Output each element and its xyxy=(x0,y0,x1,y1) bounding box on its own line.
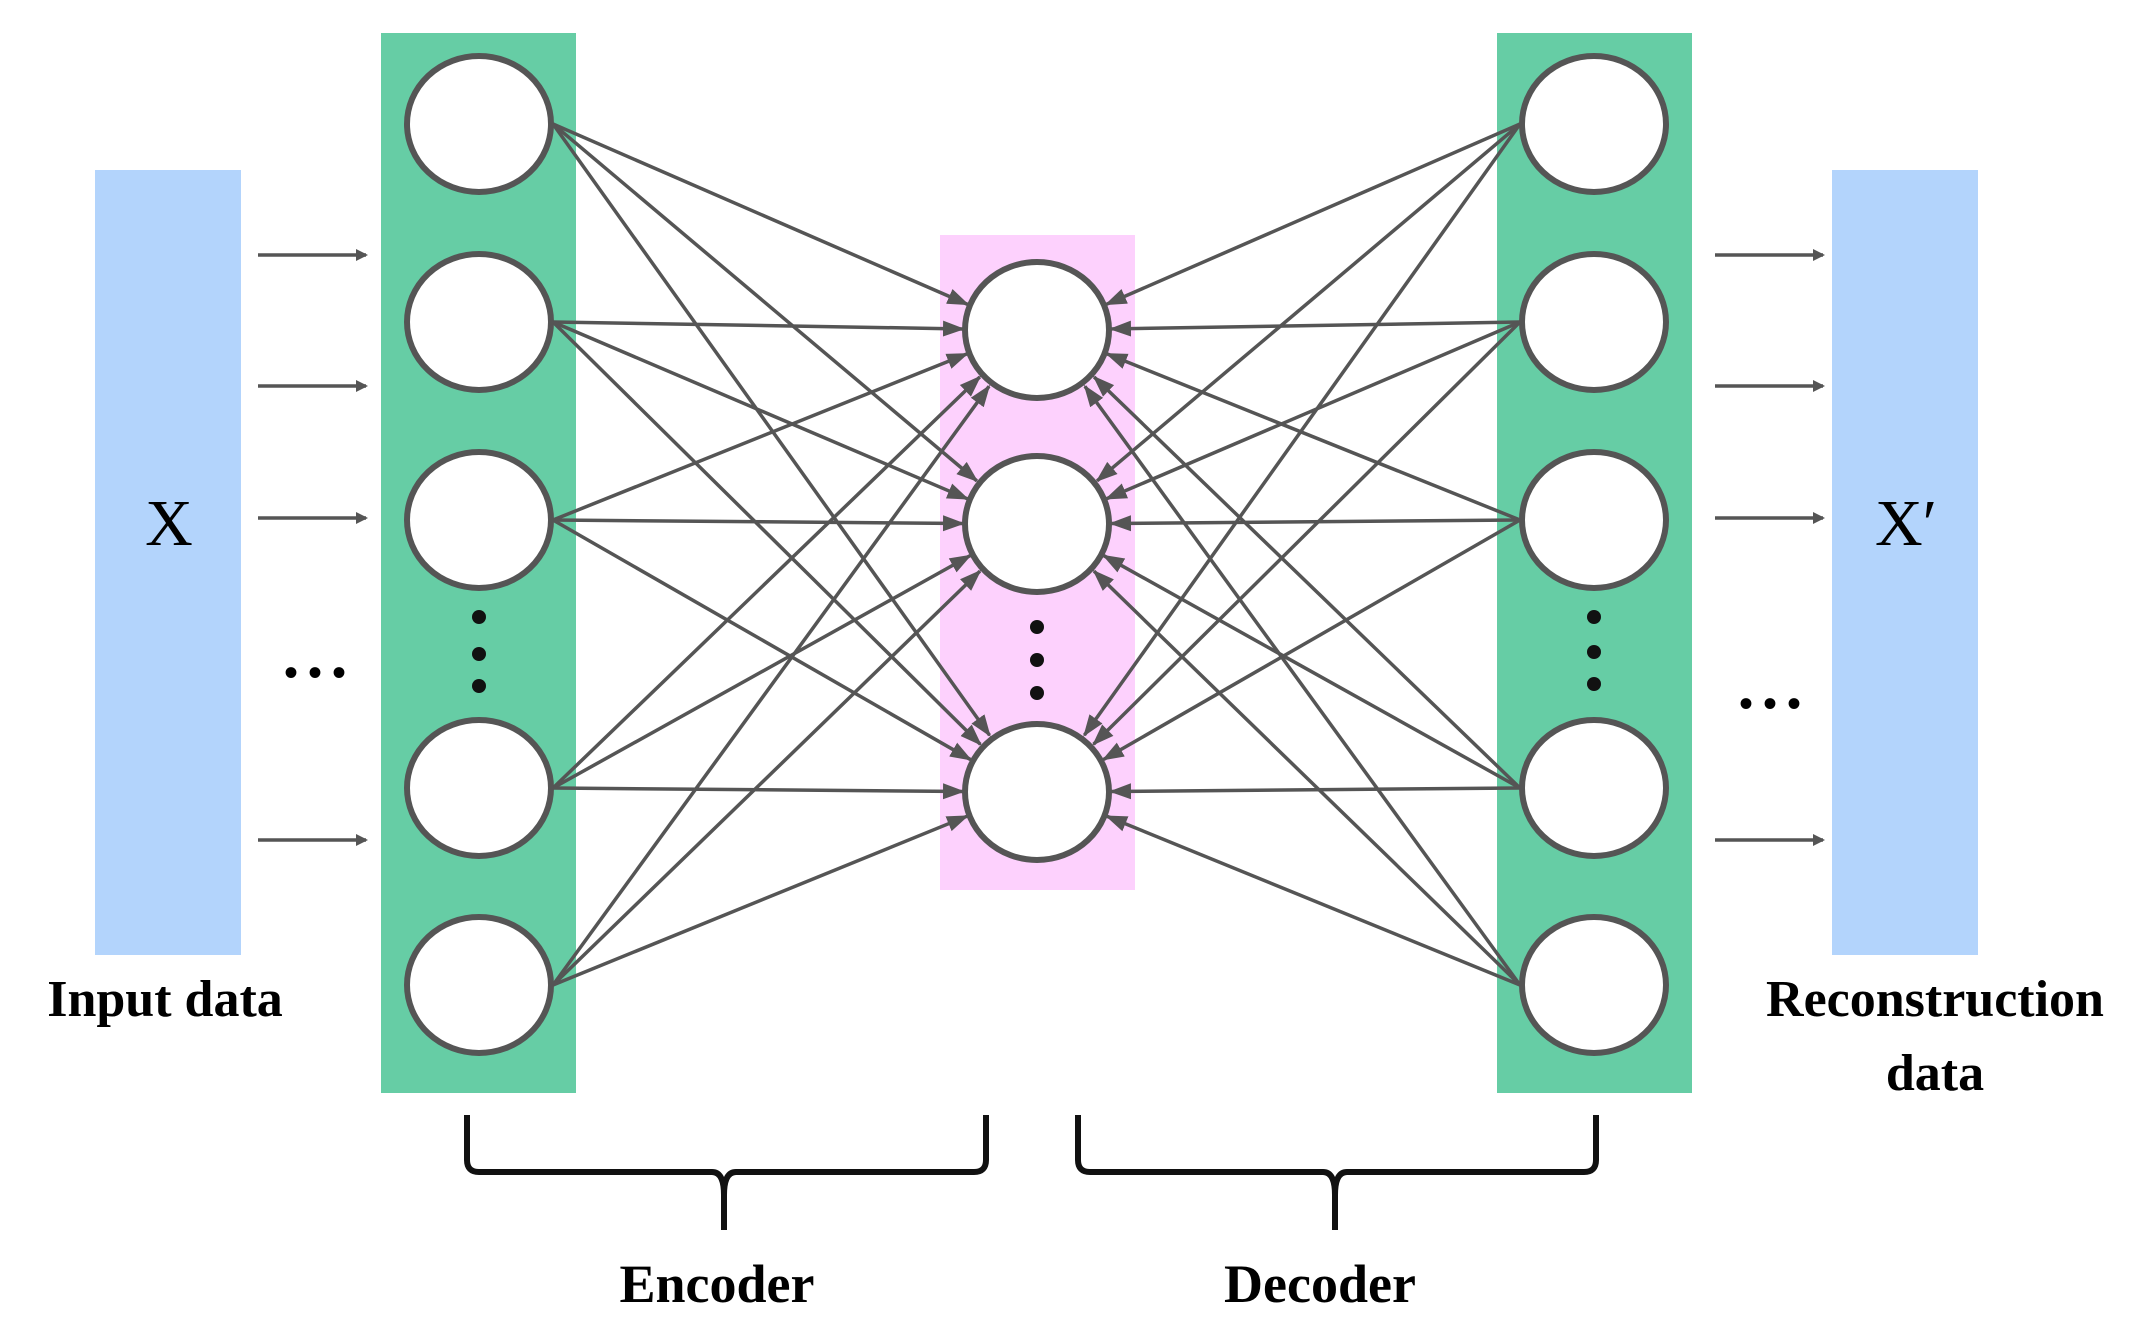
connection-line xyxy=(1104,122,1521,306)
connection-line xyxy=(552,352,969,522)
connection-line xyxy=(552,814,969,987)
decoder-node xyxy=(1519,53,1669,195)
vertical-ellipsis-latent xyxy=(1030,620,1044,700)
connection-line xyxy=(1095,122,1522,483)
encoder-node xyxy=(404,53,554,195)
connection-line xyxy=(551,569,982,987)
vertical-ellipsis-encoder xyxy=(472,610,486,693)
input-data-label: Input data xyxy=(47,971,283,1028)
connection-line xyxy=(551,384,991,987)
connection-line xyxy=(552,518,973,762)
decoder-node xyxy=(1519,449,1669,591)
connection-line xyxy=(551,122,979,483)
connection-line xyxy=(1108,515,1521,532)
encoder-node xyxy=(404,251,554,393)
connection-line xyxy=(552,783,966,800)
connection-line xyxy=(1101,518,1521,762)
encoder-node xyxy=(404,449,554,591)
connection-line xyxy=(552,320,966,337)
decoder-brace xyxy=(1075,1115,1599,1230)
connection-line xyxy=(1108,320,1521,337)
output-ellipsis: • • • xyxy=(1739,681,1801,726)
connection-line xyxy=(552,554,972,790)
vertical-ellipsis-decoder xyxy=(1587,610,1601,691)
input-ellipsis: • • • xyxy=(284,650,346,695)
decoder-node xyxy=(1519,717,1669,859)
input-data-bar xyxy=(95,170,241,955)
decoder-label: Decoder xyxy=(1224,1254,1416,1314)
input-arrows xyxy=(258,249,368,846)
connection-line xyxy=(1108,783,1521,800)
output-symbol: X′ xyxy=(1875,487,1937,560)
encoder-brace xyxy=(464,1115,989,1230)
encoder-node xyxy=(404,914,554,1056)
connection-line xyxy=(552,515,966,532)
decoder-node xyxy=(1519,251,1669,393)
connection-line xyxy=(1092,375,1522,790)
connection-line xyxy=(1105,814,1521,987)
encoder-label: Encoder xyxy=(620,1254,815,1314)
latent-node xyxy=(962,259,1112,401)
reconstruction-label-line2: data xyxy=(1886,1045,1984,1102)
reconstruction-label: Reconstruction xyxy=(1766,971,2104,1028)
connection-line xyxy=(551,320,982,746)
connection-line xyxy=(1105,352,1521,522)
input-symbol: X xyxy=(145,487,193,560)
neuron-nodes xyxy=(404,53,1669,1056)
connection-lines xyxy=(551,122,1522,987)
connection-line xyxy=(1104,320,1521,501)
connection-line xyxy=(1102,554,1521,790)
connection-line xyxy=(1083,384,1522,987)
connection-line xyxy=(552,320,970,501)
decoder-node xyxy=(1519,914,1669,1056)
connection-line xyxy=(1092,320,1522,746)
output-arrows xyxy=(1715,249,1825,846)
reconstruction-data-bar xyxy=(1832,170,1978,955)
connection-line xyxy=(552,122,970,306)
encoder-node xyxy=(404,717,554,859)
latent-node xyxy=(962,721,1112,863)
connection-line xyxy=(551,375,982,790)
latent-node xyxy=(962,453,1112,595)
connection-line xyxy=(1092,569,1522,987)
